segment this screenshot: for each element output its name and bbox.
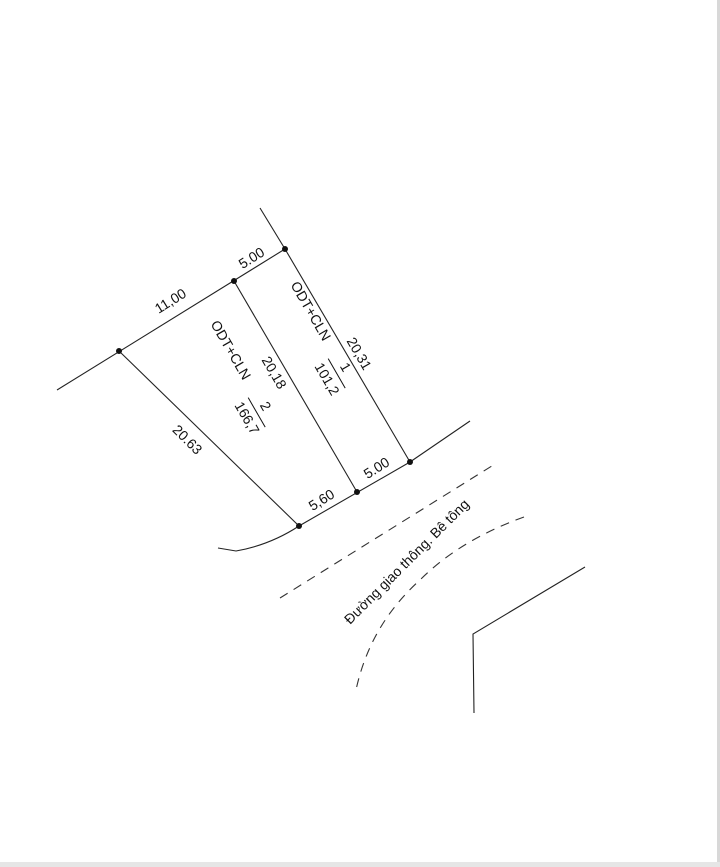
parcel-land-use: ODT+CLN bbox=[208, 317, 255, 382]
vertex-point bbox=[296, 523, 302, 529]
top-right-extension-line bbox=[259, 207, 286, 250]
vertex-point bbox=[116, 348, 122, 354]
parcel-number: 1 bbox=[337, 360, 355, 375]
dimension-label-bottom-right: 5.00 bbox=[361, 454, 393, 482]
curved-edge-line bbox=[217, 525, 300, 552]
parcel-fraction-line bbox=[327, 358, 346, 389]
dimension-label-top-right: 5.00 bbox=[236, 244, 268, 272]
left-boundary-line bbox=[118, 350, 300, 527]
dimension-label-middle-side: 20,18 bbox=[259, 353, 290, 392]
page-edge-right bbox=[717, 0, 720, 867]
parcel-land-use: ODT+CLN bbox=[288, 278, 335, 343]
vertex-point bbox=[282, 246, 288, 252]
vertex-point bbox=[354, 489, 360, 495]
dimension-label-bottom-left: 5,60 bbox=[306, 486, 338, 514]
road-label: Đường giao thông. Bê tông bbox=[341, 496, 472, 627]
front-boundary-line bbox=[298, 461, 411, 527]
vertex-point bbox=[407, 459, 413, 465]
dimension-label-left-side: 20.63 bbox=[169, 421, 205, 457]
parcel-area: 166,7 bbox=[231, 399, 262, 438]
vertex-point bbox=[231, 278, 237, 284]
road-dashed-line-upper bbox=[279, 463, 496, 599]
road-dashed-line-lower bbox=[355, 516, 525, 691]
middle-boundary-line bbox=[233, 280, 358, 493]
parcel-fraction-line bbox=[247, 397, 266, 428]
front-extension-line bbox=[409, 420, 471, 463]
parcel-area: 101,2 bbox=[311, 360, 342, 399]
page-edge-bottom bbox=[0, 862, 720, 867]
parcel-number: 2 bbox=[257, 399, 275, 414]
neighbor-boundary-line bbox=[472, 566, 586, 714]
right-boundary-line bbox=[284, 248, 411, 463]
top-boundary-line bbox=[56, 248, 286, 391]
